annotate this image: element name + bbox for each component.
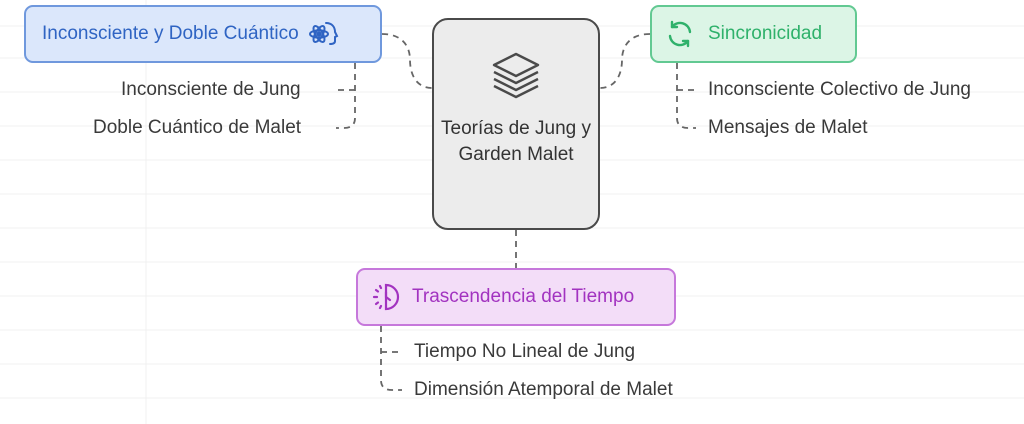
leaf-dimension-atemporal-de-malet[interactable]: Dimensión Atemporal de Malet [414,379,673,400]
refresh-cycle-icon [664,18,696,50]
leaf-inconsciente-colectivo-de-jung[interactable]: Inconsciente Colectivo de Jung [708,79,971,100]
leaf-inconsciente-de-jung[interactable]: Inconsciente de Jung [121,79,301,100]
branch-node-synchronicity[interactable]: Sincronicidad [650,5,857,63]
branch-title: Sincronicidad [708,23,823,44]
half-clock-icon [370,281,402,313]
brain-atom-icon [307,18,339,50]
central-topic-node[interactable]: Teorías de Jung y Garden Malet [432,18,600,230]
branch-node-unconscious[interactable]: Inconsciente y Doble Cuántico [24,5,382,63]
leaf-mensajes-de-malet[interactable]: Mensajes de Malet [708,117,868,138]
branch-node-time[interactable]: Trascendencia del Tiempo [356,268,676,326]
central-topic-title: Teorías de Jung y Garden Malet [441,118,591,165]
leaf-doble-cuantico-de-malet[interactable]: Doble Cuántico de Malet [93,117,302,138]
branch-title: Inconsciente y Doble Cuántico [42,23,299,44]
leaf-tiempo-no-lineal-de-jung[interactable]: Tiempo No Lineal de Jung [414,341,636,362]
stack-layers-icon [489,48,543,102]
branch-title: Trascendencia del Tiempo [412,286,635,307]
